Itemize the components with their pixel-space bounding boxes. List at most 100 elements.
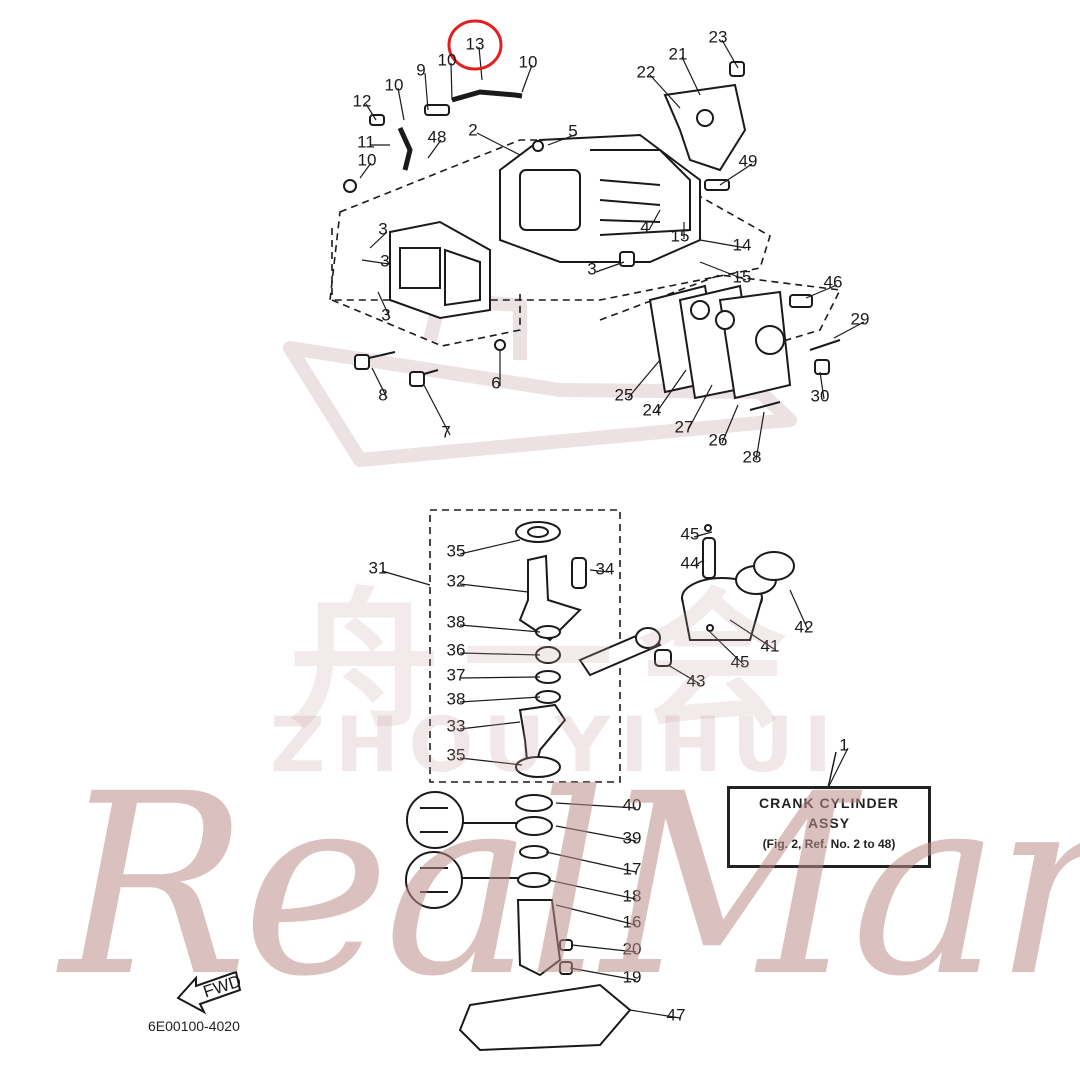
leader-line [629, 1009, 681, 1019]
callout-number: 36 [447, 640, 466, 659]
callout-number: 19 [623, 967, 642, 986]
callout-number: 11 [357, 132, 375, 151]
leader-line [547, 879, 637, 900]
leader-line [805, 284, 838, 299]
label-line-1: CRANK CYLINDER [759, 795, 899, 811]
leader-line [833, 321, 865, 339]
callout-number: 47 [667, 1005, 686, 1024]
callout-number: 10 [519, 52, 538, 71]
leader-line [459, 652, 541, 656]
cylinder-block [499, 133, 701, 263]
callout-number: 24 [643, 400, 662, 419]
callout-number: 7 [441, 422, 450, 441]
leader-line [569, 967, 637, 981]
leader-line [555, 802, 637, 809]
callout-number: 25 [615, 385, 634, 404]
callout-number: 18 [623, 886, 642, 905]
leader-line [709, 631, 745, 666]
label-line-2: ASSY [807, 815, 851, 831]
leader-line [381, 570, 431, 586]
leader-line [729, 619, 775, 650]
lower-seal-stack [515, 794, 573, 977]
leader-line [545, 851, 637, 873]
callout-number: 34 [596, 559, 615, 578]
leader-line [681, 56, 701, 96]
callout-number: 3 [381, 305, 390, 324]
bolts-and-fittings [343, 61, 841, 411]
callout-number: 6 [491, 373, 500, 392]
callout-number: 14 [733, 235, 752, 254]
callout-number: 29 [851, 309, 870, 328]
watermark-script: RealMar [60, 740, 1080, 1031]
leader-line [755, 411, 765, 461]
callout-number: 17 [623, 859, 642, 878]
leader-line [424, 72, 429, 111]
callout-number: 3 [380, 251, 389, 270]
assy-leader-line [827, 751, 837, 789]
leader-line [521, 64, 533, 93]
leader-line [693, 559, 705, 567]
leader-line [450, 62, 453, 101]
leader-line [423, 384, 451, 436]
callout-number: 46 [824, 272, 843, 291]
base-gasket [458, 983, 632, 1052]
callout-number: 20 [623, 939, 642, 958]
highlight-circle [447, 19, 503, 71]
leader-line [427, 139, 442, 159]
leader-line [365, 103, 377, 121]
water-hose [397, 89, 523, 171]
callout-number: 42 [795, 617, 814, 636]
callout-number: 41 [761, 636, 780, 655]
leader-line [699, 261, 747, 281]
callout-number: 8 [378, 385, 387, 404]
leader-line [459, 583, 529, 593]
callout-number: 40 [623, 795, 642, 814]
callout-number: 3 [587, 259, 596, 278]
leader-line [649, 74, 681, 109]
leader-line [721, 39, 739, 69]
leader-line [721, 404, 739, 444]
callout-number: 10 [385, 75, 404, 94]
callout-number: 28 [743, 447, 762, 466]
head-cover-gasket [648, 83, 792, 400]
callout-number: 10 [358, 150, 377, 169]
callout-number: 43 [687, 671, 706, 690]
leader-line [459, 676, 541, 679]
leader-line [397, 87, 405, 121]
callout-number: 38 [447, 689, 466, 708]
crankcase-half [389, 220, 491, 320]
callout-number: 1 [839, 735, 848, 754]
leader-line [648, 209, 661, 231]
callout-number: 33 [447, 716, 466, 735]
leader-line [719, 163, 753, 186]
callout-number: 4 [640, 217, 649, 236]
leader-line [595, 261, 625, 273]
callout-number: 3 [378, 219, 387, 238]
watermark-brand: ZHOUYIHUI [270, 700, 842, 789]
leader-line [789, 589, 809, 631]
leader-line [459, 757, 523, 766]
leader-line [571, 944, 637, 953]
callout-number: 27 [675, 417, 694, 436]
callout-number: 15 [671, 226, 690, 245]
leader-line [478, 46, 483, 81]
callout-number: 12 [353, 91, 372, 110]
leader-line [627, 359, 661, 399]
label-line-3: (Fig. 2, Ref. No. 2 to 48) [762, 837, 896, 851]
callout-number: 26 [709, 430, 728, 449]
callout-number: 48 [428, 127, 447, 146]
leader-line [476, 132, 521, 156]
callout-number: 44 [681, 553, 700, 572]
seal-detail-circles [405, 791, 518, 909]
leader-line [359, 162, 372, 179]
leader-line [827, 747, 849, 789]
leader-line [459, 696, 541, 703]
callout-number: 9 [416, 60, 425, 79]
leader-line [667, 664, 701, 685]
leader-line [687, 384, 713, 431]
callout-number: 30 [811, 386, 830, 405]
piston-group [654, 524, 795, 667]
leader-line [459, 624, 541, 633]
leader-line [361, 259, 390, 265]
callout-number: 45 [681, 524, 700, 543]
